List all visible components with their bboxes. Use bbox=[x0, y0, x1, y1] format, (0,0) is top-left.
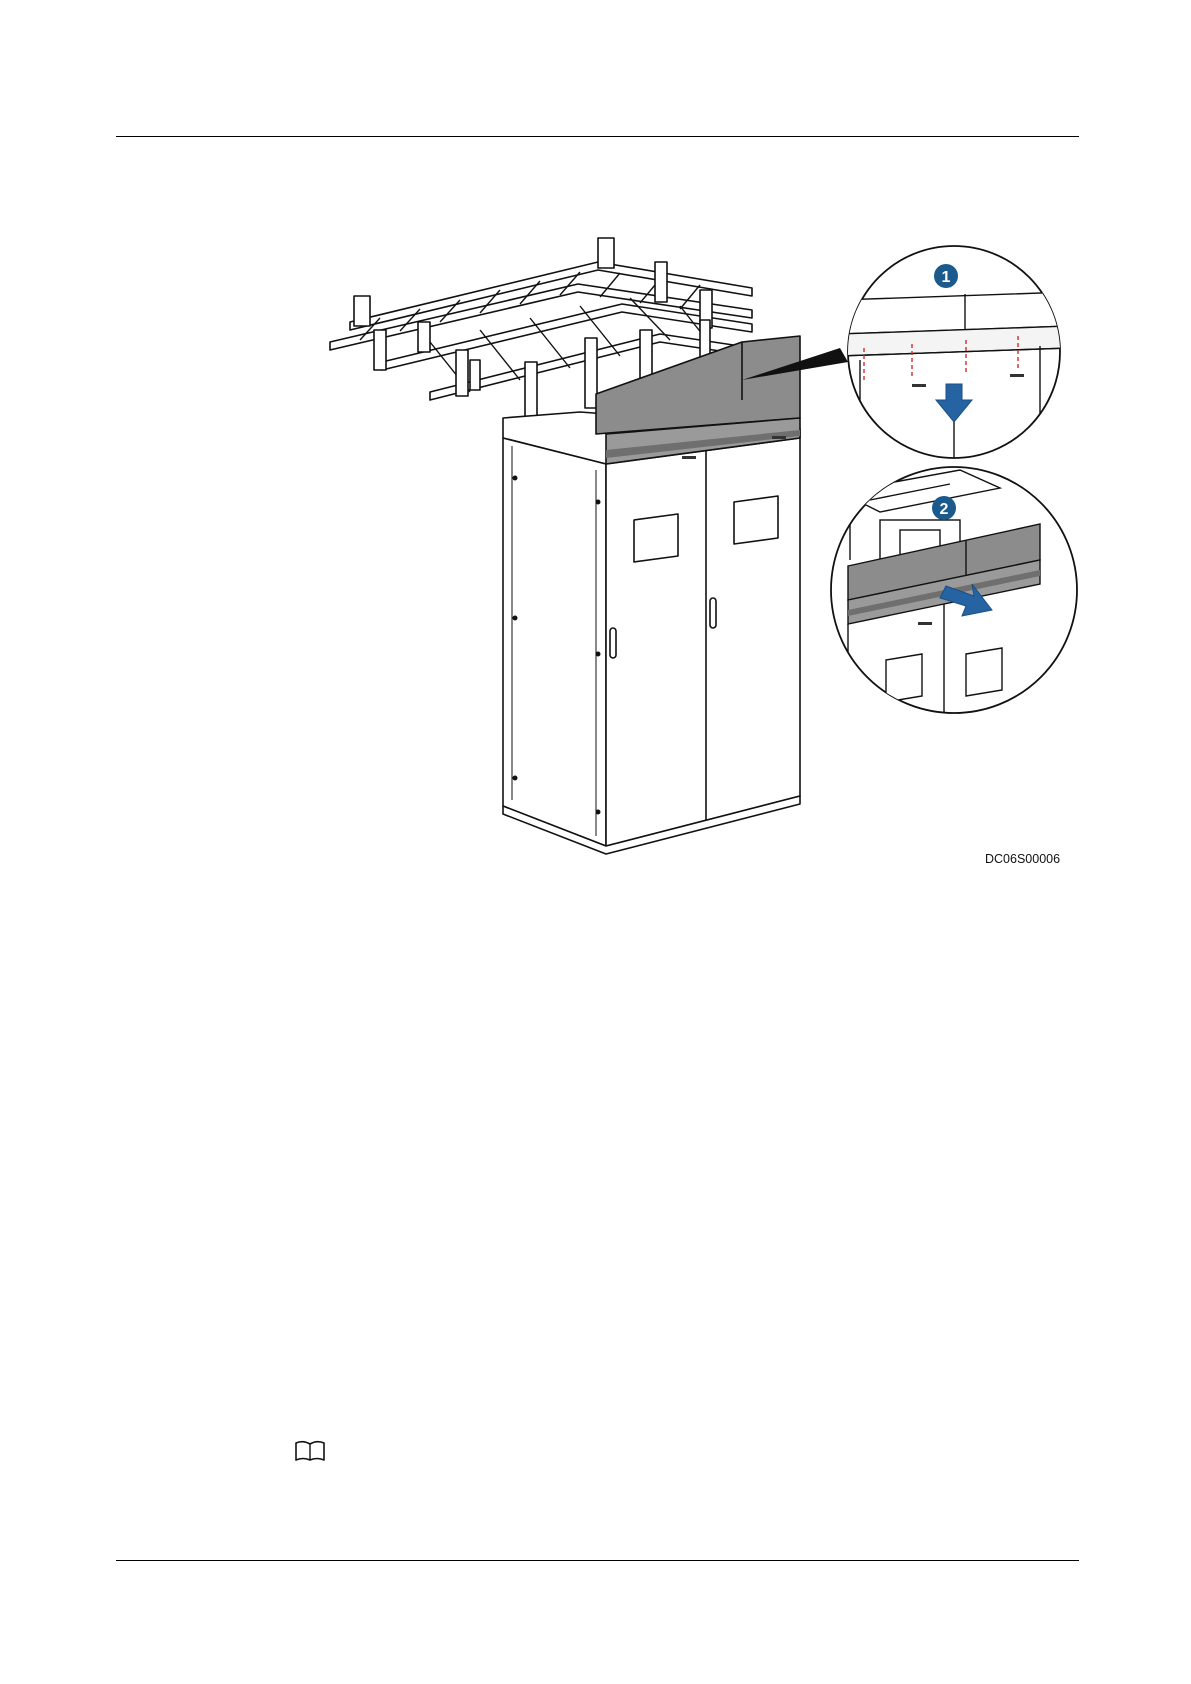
zoom-detail-1: 1 bbox=[840, 246, 1070, 460]
callout-2: 2 bbox=[940, 501, 949, 518]
book-icon bbox=[294, 1440, 326, 1462]
cabinet bbox=[503, 336, 800, 854]
zoom-detail-2: 2 bbox=[831, 467, 1077, 720]
figure-code: DC06S00006 bbox=[985, 852, 1060, 866]
installation-figure: 1 2 bbox=[0, 0, 1191, 900]
footer-rule bbox=[116, 1560, 1079, 1561]
callout-1: 1 bbox=[942, 269, 951, 286]
